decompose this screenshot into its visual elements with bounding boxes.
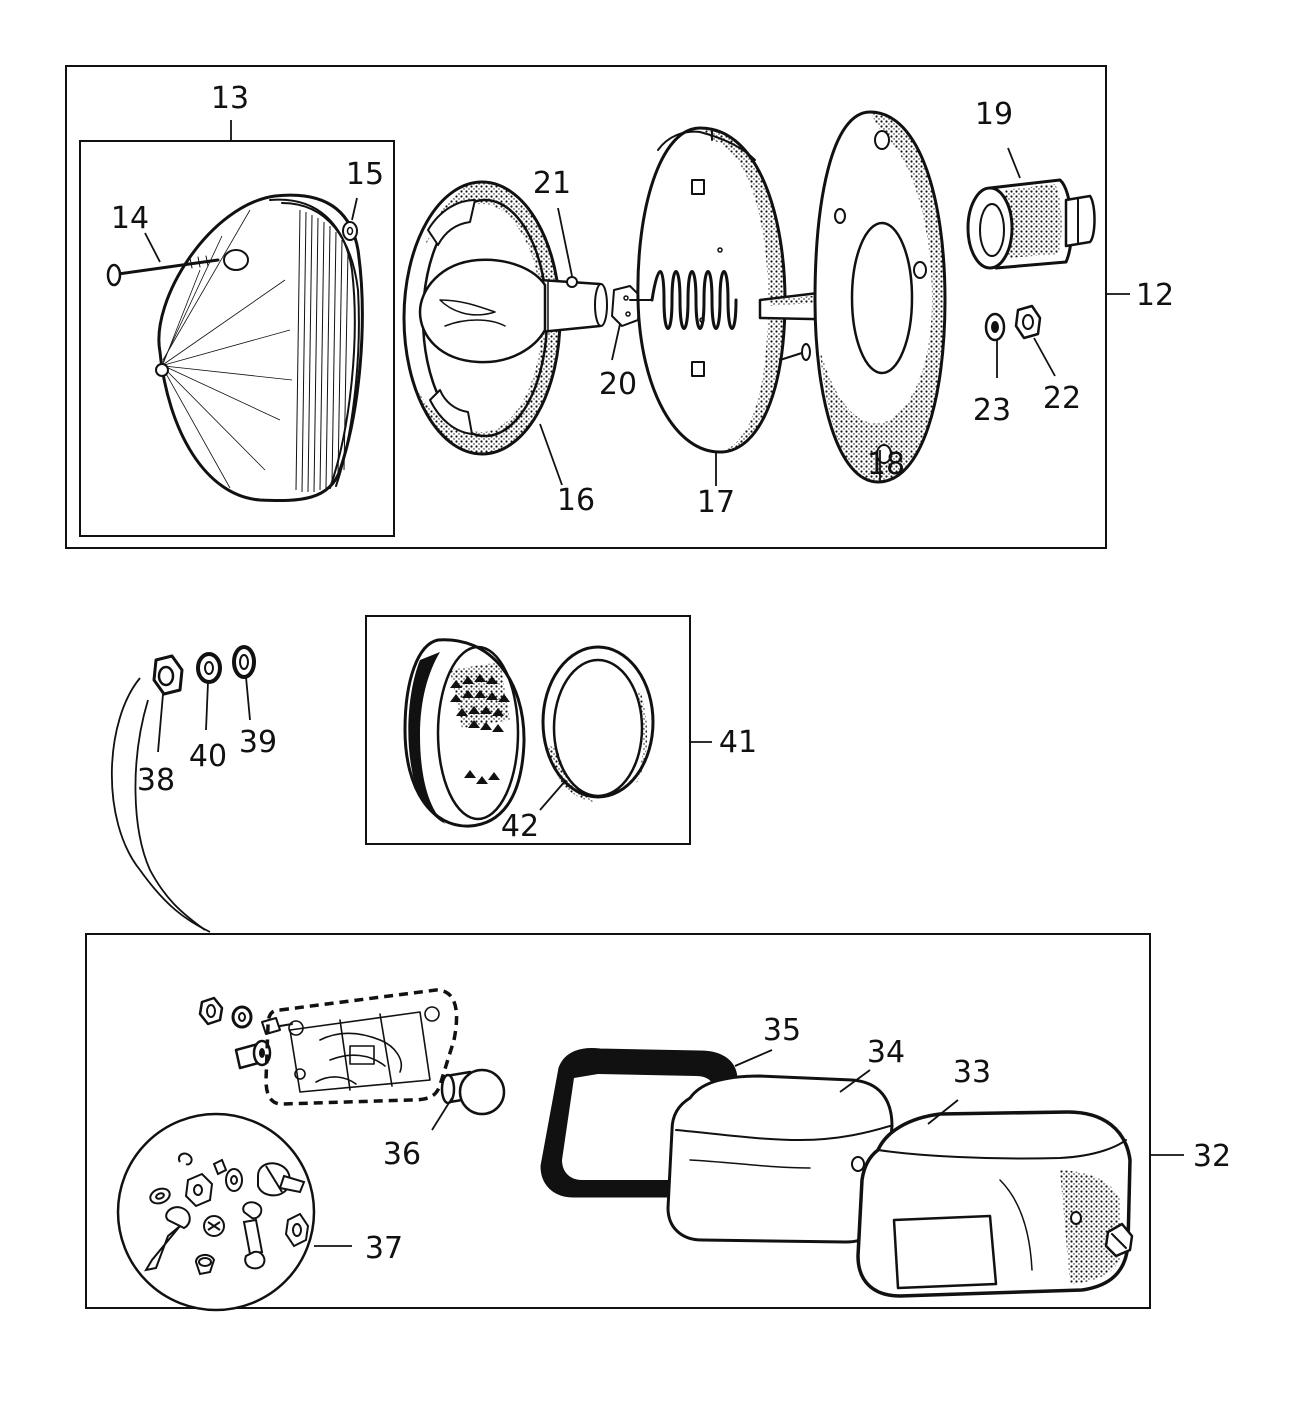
leader-14: [144, 232, 161, 263]
leader-40: [205, 681, 209, 731]
reflector-41-frame: [365, 615, 691, 845]
leader-33: [927, 1099, 959, 1125]
label-39: 39: [239, 725, 277, 760]
baseplate-fixings: [198, 996, 293, 1070]
label-35: 35: [763, 1013, 801, 1048]
washer-15: [342, 221, 358, 241]
label-21: 21: [533, 166, 571, 201]
label-36: 36: [383, 1137, 421, 1172]
label-17: 17: [697, 485, 735, 520]
leader-35: [734, 1049, 773, 1067]
label-19: 19: [975, 97, 1013, 132]
lamp-baseplate: [264, 988, 459, 1106]
reflector-lens: [403, 638, 526, 828]
leader-42: [539, 779, 567, 811]
label-16: 16: [557, 483, 595, 518]
lens-screw: [106, 255, 220, 287]
spring-washer-40: [196, 652, 222, 684]
label-37: 37: [365, 1231, 403, 1266]
label-40: 40: [189, 739, 227, 774]
plinth-plate-18: [813, 110, 947, 484]
leader-20: [611, 323, 621, 361]
reflector-ring-42: [541, 645, 655, 802]
label-23: 23: [973, 393, 1011, 428]
label-15: 15: [346, 157, 384, 192]
assembly-12-frame: [65, 65, 1107, 549]
small-parts-kit-37: [116, 1112, 316, 1312]
label-22: 22: [1043, 381, 1081, 416]
bulb-36: [440, 1068, 506, 1116]
label-33: 33: [953, 1055, 991, 1090]
label-38: 38: [137, 763, 175, 798]
washer-23: [984, 312, 1006, 342]
reflector-group: 41 42: [365, 615, 757, 845]
leader-15: [351, 197, 358, 221]
leader-21: [557, 207, 573, 277]
tail-lamp-assembly-group: 13 15 14 21 19 12 20 23 22 18 16 17: [65, 65, 1174, 549]
leader-22: [1033, 337, 1056, 377]
label-42: 42: [501, 809, 539, 844]
number-plate-lamp-group: 35 34 33 32 36 37: [85, 933, 1231, 1312]
link-curve-inner: [134, 699, 206, 931]
leader-38: [157, 693, 164, 753]
bulb-21: [418, 258, 608, 364]
outer-cover-33: [856, 1110, 1134, 1298]
assembly-32-frame: [85, 933, 1151, 1309]
nut-22: [1014, 304, 1042, 340]
label-13: 13: [211, 81, 249, 116]
label-41: 41: [719, 725, 757, 760]
plain-washer-39: [232, 645, 256, 679]
leader-19: [1007, 147, 1021, 179]
label-18: 18: [867, 447, 905, 482]
label-14: 14: [111, 201, 149, 236]
leader-16: [539, 423, 563, 486]
label-32: 32: [1193, 1139, 1231, 1174]
label-34: 34: [867, 1035, 905, 1070]
leader-39: [245, 676, 251, 721]
leader-34: [839, 1069, 871, 1093]
fixings-group: 38 40 39: [110, 645, 277, 933]
grommet-19: [966, 178, 1096, 270]
link-curve-outer: [110, 677, 211, 933]
leader-36: [431, 1097, 453, 1131]
lens-cover: [155, 193, 364, 503]
lens-13-frame: [79, 140, 395, 537]
label-20: 20: [599, 367, 637, 402]
label-12: 12: [1136, 278, 1174, 313]
contact-plate-20: [611, 285, 641, 327]
nut-38: [152, 654, 184, 696]
contact-spring: [629, 270, 738, 330]
